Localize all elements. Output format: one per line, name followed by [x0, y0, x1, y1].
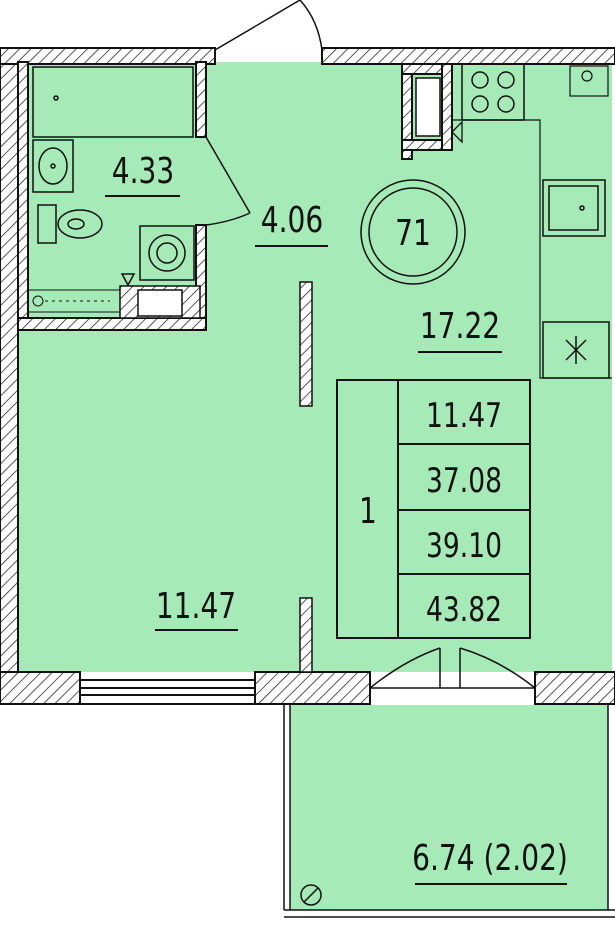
toilet — [37, 204, 103, 244]
balcony-area-label: 6.74 (2.02) — [412, 837, 568, 879]
balcony-frame — [283, 705, 615, 918]
room-partition — [299, 281, 313, 673]
living-area-value: 11.47 — [426, 397, 502, 436]
kitchen-area-label: 17.22 — [420, 305, 500, 347]
entrance-door — [214, 0, 323, 51]
washing-machine — [139, 225, 195, 281]
window-living-room — [79, 679, 256, 705]
bathtub — [32, 66, 194, 138]
apartment-number-label: 71 — [395, 212, 431, 254]
bathroom-walls — [17, 61, 207, 331]
riser-shaft — [119, 273, 201, 319]
ventilation-shaft — [401, 63, 463, 160]
total-area-value: 43.82 — [426, 591, 502, 630]
fridge — [542, 321, 610, 379]
floor-fill — [18, 62, 612, 910]
balcony-door — [369, 647, 536, 689]
area-with-balcony-coef-value: 39.10 — [426, 527, 502, 566]
kitchen-sink — [542, 179, 606, 237]
summary-table — [336, 379, 531, 639]
living-room-area-label: 11.47 — [156, 585, 236, 627]
dining-table — [360, 179, 466, 285]
bathroom-area-label: 4.33 — [112, 150, 174, 192]
room-count-label: 1 — [359, 490, 377, 532]
hallway-area-label: 4.06 — [261, 199, 323, 241]
area-without-balcony-value: 37.08 — [426, 462, 502, 501]
bathroom-door — [205, 136, 251, 226]
sink — [32, 139, 74, 193]
